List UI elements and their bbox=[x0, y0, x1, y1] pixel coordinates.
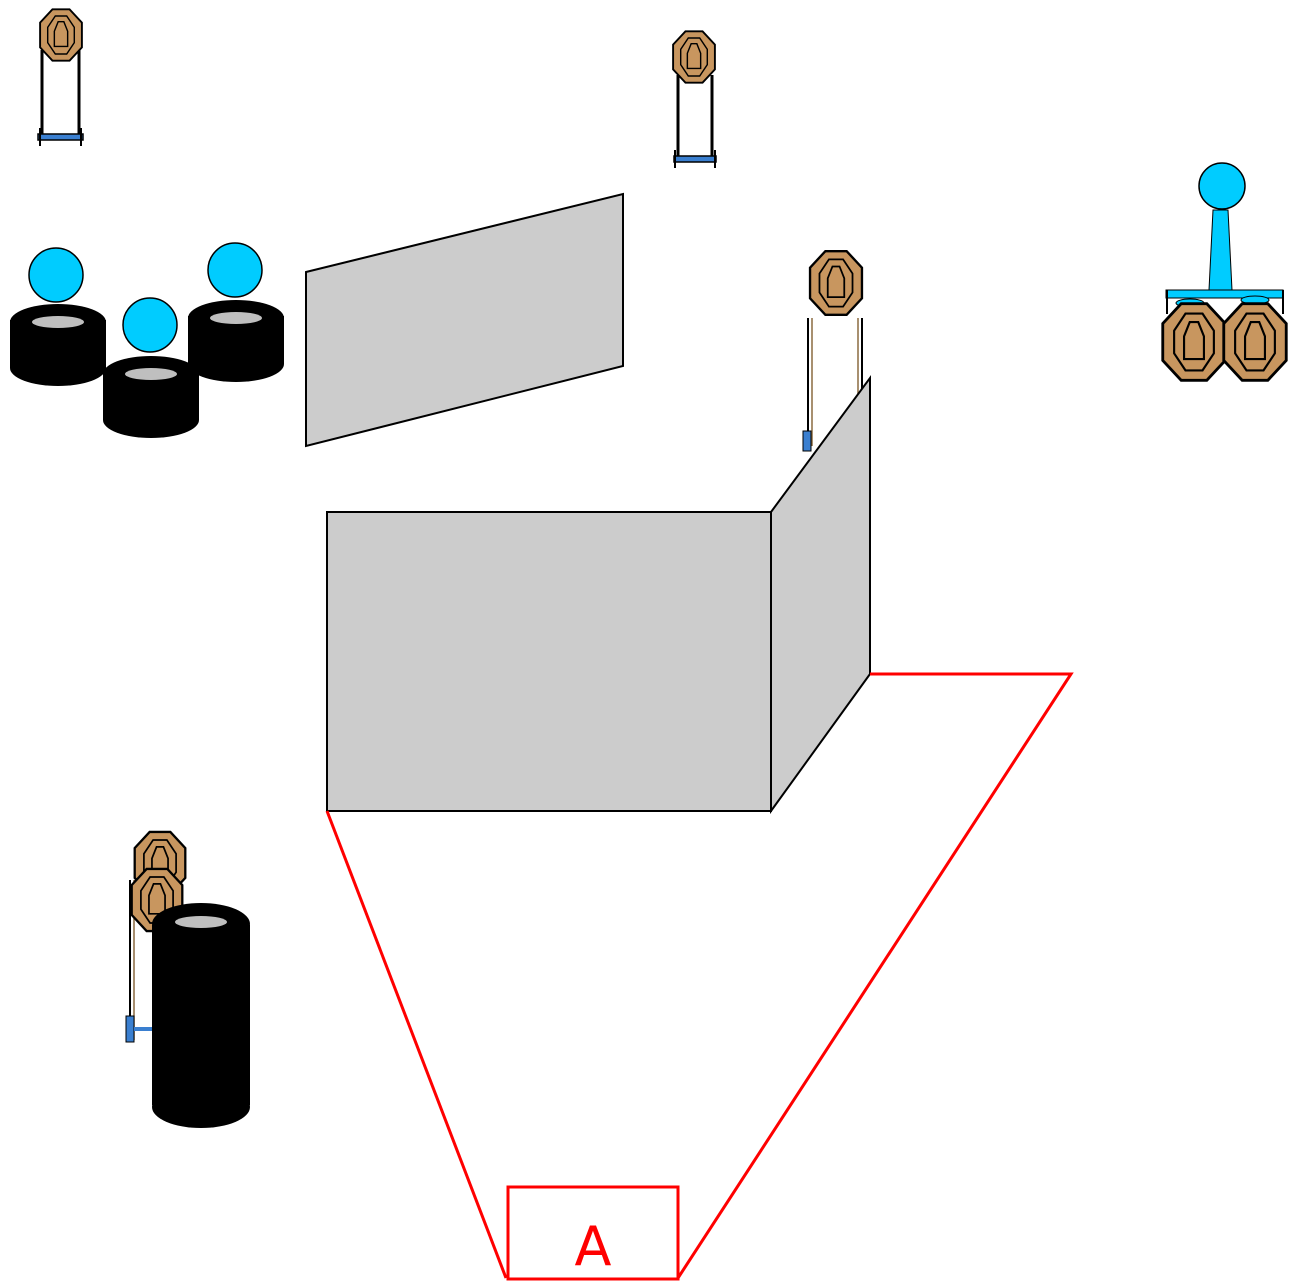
start-box-a: A bbox=[506, 1185, 680, 1281]
start-box-label: A bbox=[575, 1215, 612, 1278]
popper-3 bbox=[207, 242, 263, 298]
tire-stack-3 bbox=[103, 297, 199, 438]
steel-target-group bbox=[1161, 162, 1288, 382]
popper-1 bbox=[28, 247, 84, 303]
paper-target-1 bbox=[37, 8, 84, 146]
fault-line-right bbox=[676, 672, 1074, 1279]
popper-4 bbox=[1198, 162, 1246, 210]
barricade-front-wall bbox=[326, 511, 772, 812]
tire-stack-tall bbox=[152, 903, 250, 1128]
paper-target-2 bbox=[672, 30, 717, 168]
tire-stack-2 bbox=[188, 242, 284, 382]
popper-2 bbox=[122, 297, 178, 353]
barricade-side-wall bbox=[770, 374, 871, 815]
fault-line-left bbox=[325, 810, 508, 1279]
wall-panel-angled bbox=[305, 192, 624, 448]
tire-stack-1 bbox=[10, 247, 106, 386]
